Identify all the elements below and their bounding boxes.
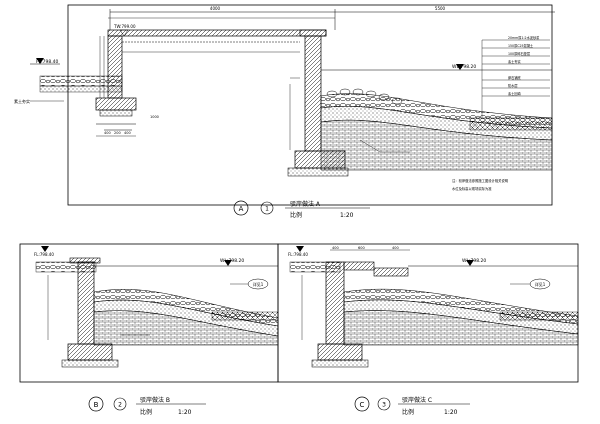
left-level-marker-b: FL:798.40 (34, 246, 54, 257)
circle-letter-c: C (360, 401, 365, 409)
top-dim-label: 4000 (210, 6, 221, 11)
bottom-dim-total: 1000 (150, 115, 159, 119)
title-block-a: A 1 驳岸做法 A 比例 1:20 (233, 200, 370, 219)
water-level-label-b: WL:798.20 (220, 258, 244, 264)
circle-number-b: 2 (118, 402, 122, 409)
notes-a: 20mm厚1:2水泥砂浆 150厚C25混凝土 100厚碎石垫层 素土夯实 卵石… (481, 35, 550, 118)
top-dim-c-3: 400 (392, 246, 399, 250)
circle-number-c: 3 (382, 402, 386, 409)
bottom-dim-1: 400 (104, 131, 111, 135)
callout-label-c: 详见1 (535, 281, 546, 287)
scale-value-a: 1:20 (340, 212, 354, 219)
scale-label-c: 比例 (402, 408, 414, 416)
left-level-label-c: FL:798.40 (288, 252, 308, 257)
note-3: 100厚碎石垫层 (508, 51, 530, 56)
circle-letter-a: A (239, 205, 244, 213)
left-level-label: FL:798.40 (36, 59, 58, 65)
scale-value-b: 1:20 (178, 409, 192, 416)
callout-c: 详见1 (510, 278, 551, 290)
bottom-dim-3: 400 (124, 131, 131, 135)
left-level-marker-c: FL:798.40 (288, 246, 308, 257)
title-block-c: C 3 驳岸做法 C 比例 1:20 (354, 396, 470, 416)
note-6: 防水层 (508, 83, 518, 88)
panel-c: FL:798.40 400 600 400 WL:798.20 详见1 (277, 243, 579, 416)
note-7: 素土回填 (508, 91, 522, 96)
top-dimension-a: 4000 5500 (108, 6, 555, 30)
panel-title-b: 驳岸做法 B (140, 396, 170, 404)
circle-number-a: 1 (265, 206, 269, 213)
scale-label-a: 比例 (290, 211, 302, 219)
panel-a: 4000 5500 FL:798.40 素土夯实 TW:799.00 (14, 4, 555, 219)
water-level-label-c: WL:798.20 (462, 258, 486, 264)
left-level-marker-a: FL:798.40 素土夯实 (14, 58, 64, 104)
note-5: 卵石铺底 (508, 75, 522, 80)
note-2: 150厚C25混凝土 (508, 43, 534, 48)
panel-title-c: 驳岸做法 C (402, 396, 432, 404)
callout-label-b: 详见1 (253, 281, 264, 287)
panel-b: FL:798.40 WL:798.20 详见1 B 2 (19, 243, 279, 416)
stone-row-a (326, 88, 403, 105)
panel-title-a: 驳岸做法 A (290, 200, 321, 208)
top-dim-c-1: 400 (332, 246, 339, 250)
title-block-b: B 2 驳岸做法 B 比例 1:20 (88, 396, 206, 416)
left-side-label: 素土夯实 (14, 98, 30, 104)
top-dims-c: 400 600 400 (330, 246, 410, 251)
bottom-dims-a: 400 200 400 1000 (96, 115, 159, 137)
top-dim-c-2: 600 (358, 246, 365, 250)
left-level-label-b: FL:798.40 (34, 252, 54, 257)
note-line-2: 水位及标高以现场实际为准 (452, 186, 492, 191)
section-circle-icon (88, 396, 104, 412)
scale-label-b: 比例 (140, 408, 152, 416)
note-1: 20mm厚1:2水泥砂浆 (508, 35, 540, 40)
section-circle-icon (354, 396, 370, 412)
section-circle-icon (113, 397, 127, 411)
section-circle-icon (377, 397, 391, 411)
bottom-dim-2: 200 (114, 131, 121, 135)
section-circle-icon (233, 200, 249, 216)
callout-b: 详见1 (230, 278, 269, 290)
section-circle-icon (260, 201, 274, 215)
right-dim-label: 5500 (435, 6, 446, 11)
circle-letter-b: B (94, 401, 99, 409)
scale-value-c: 1:20 (444, 409, 458, 416)
water-level-label: WL:798.20 (452, 64, 476, 70)
note-line-1: 注：驳岸做法参照施工图设计相关说明 (452, 178, 509, 183)
note-4: 素土夯实 (508, 59, 521, 64)
top-level-label: TW:799.00 (113, 24, 136, 29)
